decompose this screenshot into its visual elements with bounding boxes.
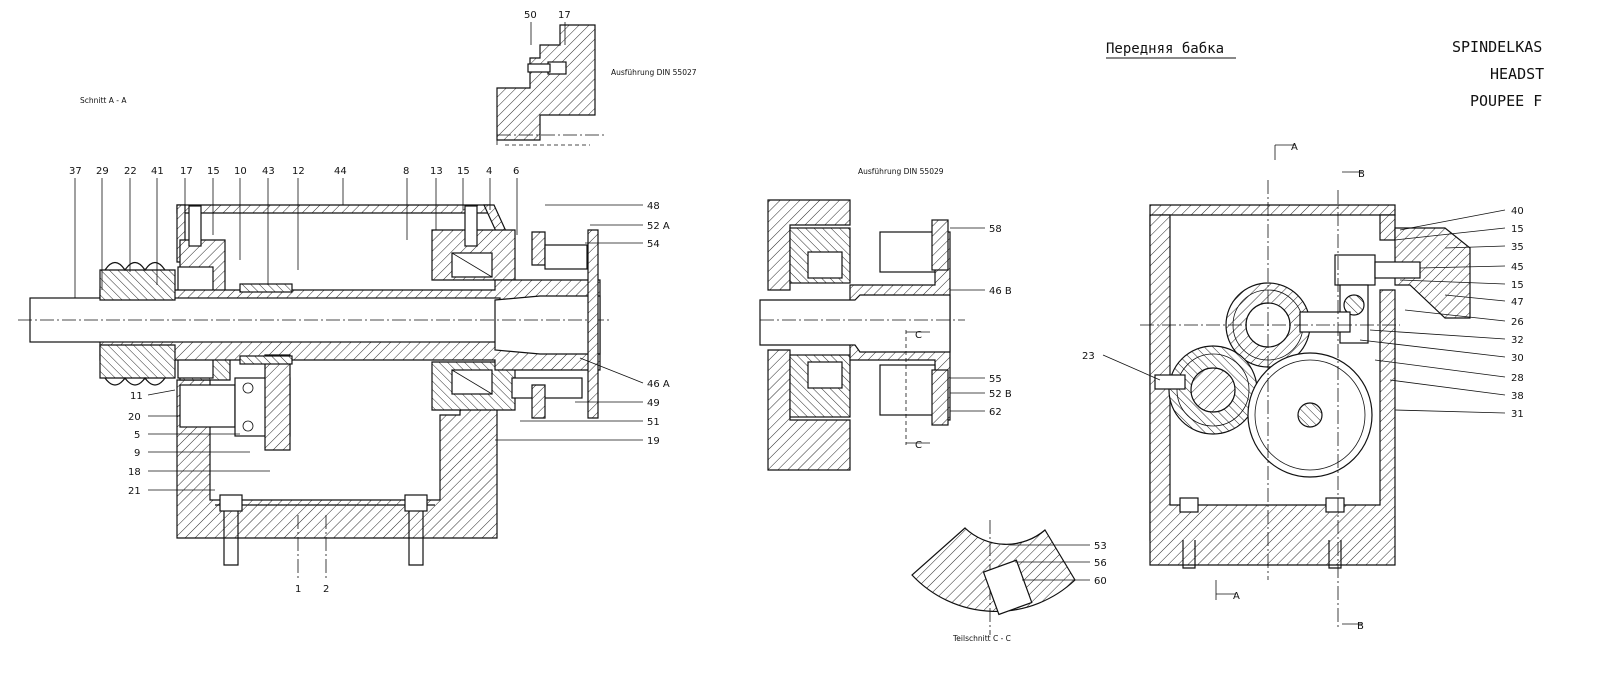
callout-26: 26: [1511, 317, 1524, 328]
callout-52b: 52 B: [989, 389, 1012, 400]
callout-29: 29: [96, 166, 109, 177]
callout-47: 47: [1511, 297, 1524, 308]
callout-35: 35: [1511, 242, 1524, 253]
callout-15: 15: [207, 166, 220, 177]
callout-46b: 46 B: [989, 286, 1012, 297]
callout-4: 4: [486, 166, 492, 177]
callout-60: 60: [1094, 576, 1107, 587]
detail-teilschnitt-cc: 53 56 60: [911, 520, 1107, 635]
callout-15b: 15: [457, 166, 470, 177]
callout-20: 20: [128, 412, 141, 423]
section-mark-c-bottom: C: [915, 440, 922, 451]
callout-13: 13: [430, 166, 443, 177]
detail-din-55027: 50 17: [496, 10, 605, 146]
callout-38: 38: [1511, 391, 1524, 402]
callout-58: 58: [989, 224, 1002, 235]
callout-6: 6: [513, 166, 519, 177]
callout-18: 18: [128, 467, 141, 478]
callout-50: 50: [524, 10, 537, 21]
callout-43: 43: [262, 166, 275, 177]
title-french: POUPEE F: [1470, 92, 1542, 110]
callout-44: 44: [334, 166, 347, 177]
callout-41: 41: [151, 166, 164, 177]
callout-52a: 52 A: [647, 221, 670, 232]
callout-49: 49: [647, 398, 660, 409]
title-english: HEADST: [1490, 65, 1544, 83]
callout-12: 12: [292, 166, 305, 177]
callout-51: 51: [647, 417, 660, 428]
detail-din-55029: C C 58 46 B 55 52 B 62: [759, 199, 1012, 471]
main-callouts: 37 29 22 41 17 15 10 43 12 44 8 13 15 4 …: [69, 166, 670, 595]
section-mark-b-bottom: B: [1357, 621, 1364, 632]
callout-45: 45: [1511, 262, 1524, 273]
callout-1: 1: [295, 584, 301, 595]
callout-8: 8: [403, 166, 409, 177]
title-german: SPINDELKAS: [1452, 38, 1542, 56]
callout-5: 5: [134, 430, 140, 441]
callout-17: 17: [180, 166, 193, 177]
callout-22: 22: [124, 166, 137, 177]
label-schnitt-aa: Schnitt A - A: [80, 96, 127, 105]
callout-37: 37: [69, 166, 82, 177]
main-section-view: [18, 204, 610, 580]
callout-28: 28: [1511, 373, 1524, 384]
callout-10: 10: [234, 166, 247, 177]
callout-56: 56: [1094, 558, 1107, 569]
section-mark-a-bottom: A: [1233, 591, 1240, 602]
main-leaders: [74, 178, 644, 491]
label-teilschnitt-cc: Teilschnitt C - C: [952, 634, 1011, 643]
label-ausfuehrung-55029: Ausführung DIN 55029: [858, 167, 944, 176]
section-mark-b-top: B: [1358, 169, 1365, 180]
callout-40: 40: [1511, 206, 1524, 217]
callout-11: 11: [130, 391, 143, 402]
callout-21: 21: [128, 486, 141, 497]
callout-32: 32: [1511, 335, 1524, 346]
callout-17-top: 17: [558, 10, 571, 21]
callout-31: 31: [1511, 409, 1524, 420]
right-end-view: A B A B 40 15 35 45 15 47 26 32 30 28 38…: [1082, 142, 1524, 632]
callout-55: 55: [989, 374, 1002, 385]
title-russian: Передняя бабка: [1106, 41, 1224, 57]
callout-53: 53: [1094, 541, 1107, 552]
callout-48: 48: [647, 201, 660, 212]
section-mark-a-top: A: [1291, 142, 1298, 153]
callout-23: 23: [1082, 351, 1095, 362]
callout-19: 19: [647, 436, 660, 447]
callout-30: 30: [1511, 353, 1524, 364]
callout-2: 2: [323, 584, 329, 595]
callout-54: 54: [647, 239, 660, 250]
callout-62: 62: [989, 407, 1002, 418]
callout-9: 9: [134, 448, 140, 459]
label-ausfuehrung-55027: Ausführung DIN 55027: [611, 68, 697, 77]
callout-46a: 46 A: [647, 379, 670, 390]
section-mark-c-top: C: [915, 330, 922, 341]
callout-15-r2: 15: [1511, 280, 1524, 291]
callout-15-r1: 15: [1511, 224, 1524, 235]
